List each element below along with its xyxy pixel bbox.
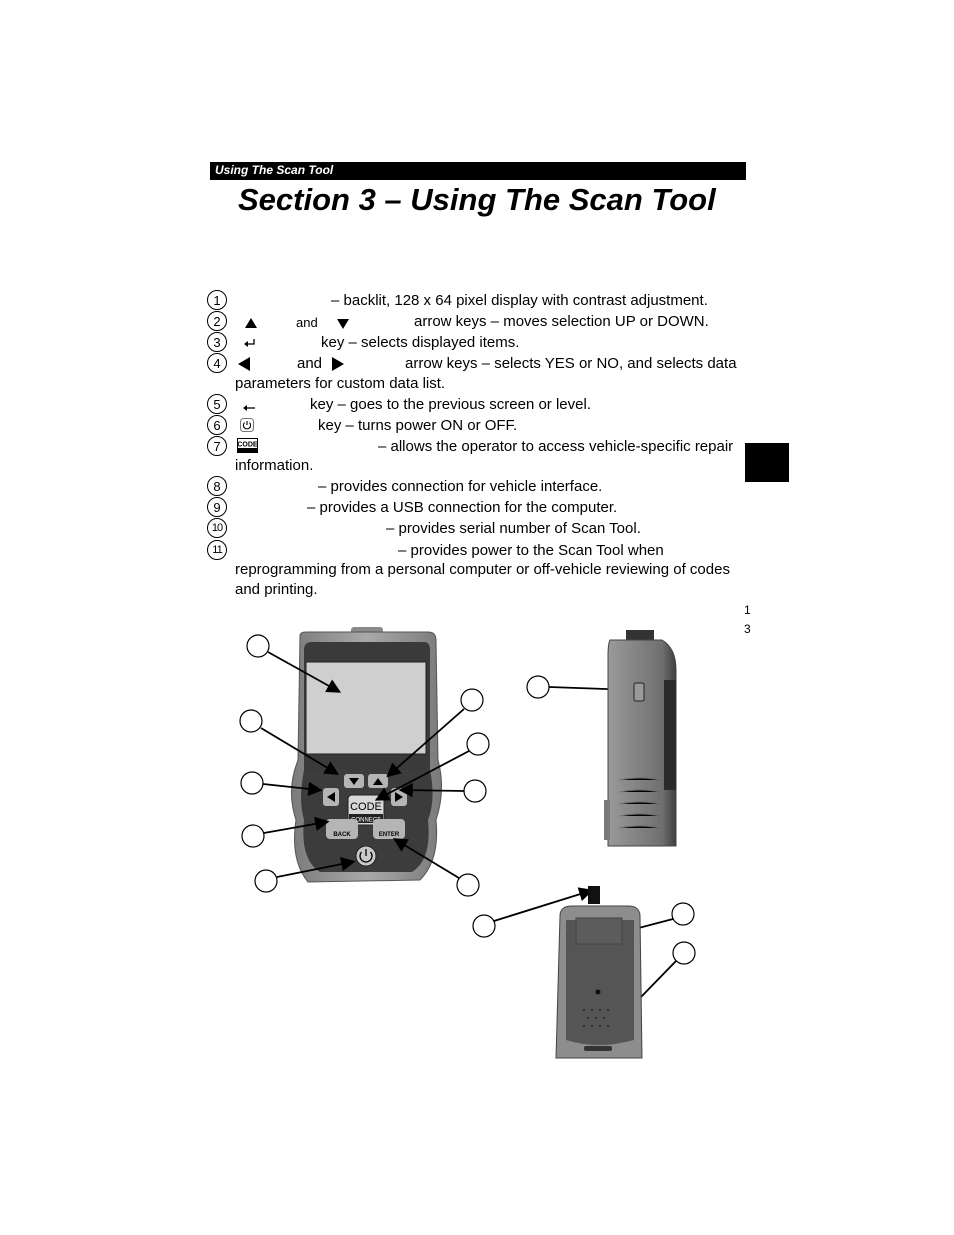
item-11-text-end: and printing.: [235, 581, 318, 598]
item-6-text: key – turns power ON or OFF.: [318, 417, 518, 434]
item-5-text: key – goes to the previous screen or lev…: [310, 396, 591, 413]
item-number-7: 7: [207, 436, 227, 456]
item-3-text: key – selects displayed items.: [321, 334, 520, 351]
enter-icon: [243, 336, 257, 354]
item-4-text: arrow keys – selects YES or NO, and sele…: [405, 355, 737, 372]
device-connect-label: CONNECT: [351, 818, 381, 824]
down-arrow-icon: [336, 317, 350, 335]
item-11-text: – provides power to the Scan Tool when: [398, 542, 664, 559]
item-number-6: 6: [207, 415, 227, 435]
item-8-text: – provides connection for vehicle interf…: [318, 478, 603, 495]
item-number-8: 8: [207, 476, 227, 496]
item-2-and: and: [296, 315, 318, 330]
up-arrow-icon: [244, 316, 258, 334]
page-number-line-1: 1: [744, 603, 751, 617]
item-10-text: – provides serial number of Scan Tool.: [386, 520, 641, 537]
scan-tool-front-view: CODE CONNECT BACK ENTER: [291, 627, 442, 883]
scan-tool-side-view: [604, 630, 677, 847]
device-code-label: CODE: [350, 801, 382, 813]
item-2-text: arrow keys – moves selection UP or DOWN.: [414, 313, 709, 330]
callout-arrows: [260, 651, 677, 1033]
right-arrow-icon: [331, 356, 345, 377]
running-header-bar: Using The Scan Tool: [210, 162, 746, 180]
left-arrow-icon: [237, 356, 251, 377]
item-number-9: 9: [207, 497, 227, 517]
item-number-2: 2: [207, 311, 227, 331]
item-number-4: 4: [207, 353, 227, 373]
item-7-text-continued: information.: [235, 457, 314, 474]
item-number-11: 11: [207, 540, 227, 560]
item-4-and: and: [297, 355, 323, 372]
item-4-text-continued: parameters for custom data list.: [235, 375, 446, 392]
item-7-text: – allows the operator to access vehicle-…: [378, 438, 734, 455]
item-1-text: – backlit, 128 x 64 pixel display with c…: [331, 292, 708, 309]
item-number-3: 3: [207, 332, 227, 352]
item-11-text-continued: reprogramming from a personal computer o…: [235, 561, 730, 578]
device-back-label: BACK: [333, 832, 351, 838]
running-header: Using The Scan Tool: [215, 163, 334, 177]
item-9-text: – provides a USB connection for the comp…: [307, 499, 618, 516]
item-number-10: 10: [207, 518, 227, 538]
back-icon: [242, 400, 256, 418]
code-connect-icon: CODE: [237, 438, 258, 458]
item-number-5: 5: [207, 394, 227, 414]
section-thumb-tab: [745, 443, 789, 482]
page-title: Section 3 – Using The Scan Tool: [238, 182, 716, 217]
device-enter-label: ENTER: [379, 832, 400, 838]
page-number-line-2: 3: [744, 622, 751, 636]
item-number-1: 1: [207, 290, 227, 310]
svg-text:CODE: CODE: [237, 442, 258, 449]
scan-tool-back-view: [555, 886, 643, 1059]
power-icon: [240, 418, 254, 437]
